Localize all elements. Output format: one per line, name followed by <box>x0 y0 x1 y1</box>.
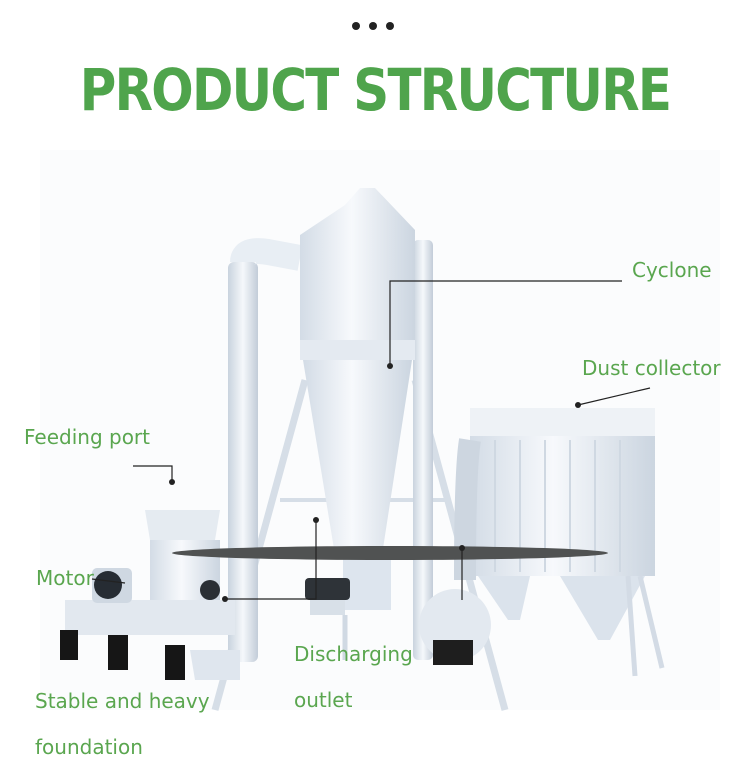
cyclone-discharge <box>343 555 391 610</box>
right-pipe <box>413 240 433 660</box>
label-outlet: outlet <box>294 688 353 712</box>
cyclone-cone <box>303 360 412 555</box>
motor-cap <box>94 571 122 599</box>
discharge-motor-base <box>310 600 345 615</box>
dot <box>352 22 360 30</box>
cyclone-top <box>300 188 415 355</box>
fan-base <box>433 640 473 665</box>
collector-leg <box>625 575 638 677</box>
foundation-foot <box>165 645 185 680</box>
collector-leg <box>637 575 665 669</box>
label-stable-heavy: Stable and heavy <box>35 689 210 713</box>
mill-bearing <box>200 580 220 600</box>
dot <box>369 22 377 30</box>
dust-collector-top <box>470 408 655 436</box>
page-title: PRODUCT STRUCTURE <box>79 56 672 124</box>
hopper <box>560 576 645 640</box>
leader-lines <box>91 280 651 600</box>
foundation-foot <box>60 630 78 660</box>
left-pipe <box>228 262 258 662</box>
shadow-band <box>172 546 608 560</box>
dot <box>386 22 394 30</box>
label-discharging: Discharging <box>294 642 413 666</box>
cyclone-band <box>300 340 415 360</box>
mill-base <box>65 600 235 635</box>
label-foundation: foundation <box>35 735 143 759</box>
discharge-motor <box>305 578 350 600</box>
hopper <box>478 576 530 620</box>
mill-outlet-pipe <box>190 650 240 680</box>
three-dots-icon <box>352 22 394 30</box>
label-cyclone: Cyclone <box>632 258 712 282</box>
label-feeding-port: Feeding port <box>24 425 150 449</box>
label-dust-collector: Dust collector <box>582 356 721 380</box>
leader-dots <box>169 363 581 602</box>
label-motor: Motor <box>36 566 94 590</box>
foundation-foot <box>108 635 128 670</box>
feeding-port-hopper <box>145 510 220 540</box>
pipe-elbow <box>230 238 303 271</box>
